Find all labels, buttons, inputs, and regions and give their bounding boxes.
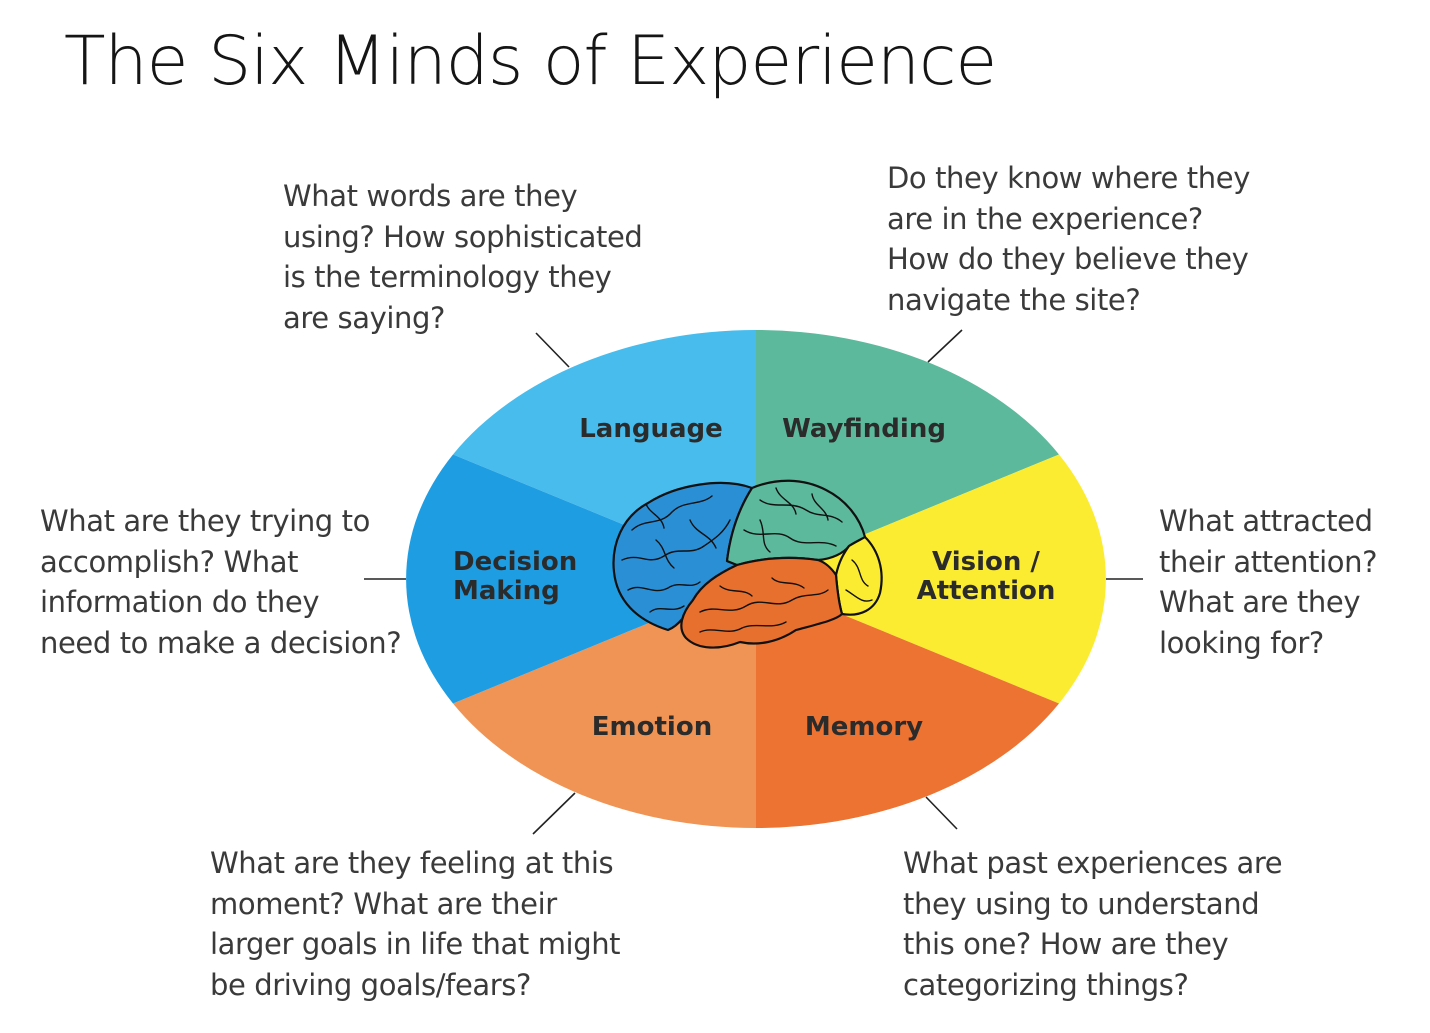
question-line: they using to understand	[903, 886, 1260, 921]
question-line: are saying?	[283, 300, 445, 335]
question-line: be driving goals/fears?	[210, 967, 531, 1002]
question-line: How do they believe they	[887, 242, 1249, 276]
question-line: information do they	[40, 585, 320, 619]
connector-wayfinding	[927, 329, 963, 363]
segment-emotion	[453, 579, 756, 828]
question-line: is the terminology they	[283, 260, 612, 294]
question-line: navigate the site?	[887, 282, 1141, 317]
question-line: What are they feeling at this	[210, 846, 614, 880]
segment-label-vision-line1: Vision /	[932, 547, 1040, 577]
question-line: moment? What are their	[210, 886, 557, 921]
brain-folds	[621, 487, 873, 633]
connector-memory	[925, 796, 958, 830]
question-emotion: What are they feeling at this moment? Wh…	[210, 843, 621, 1005]
question-line: accomplish? What	[40, 544, 299, 579]
question-line: their attention?	[1159, 544, 1378, 579]
segment-label-decision-line2: Making	[453, 576, 560, 606]
segment-vision-attention	[756, 454, 1106, 704]
connector-emotion	[532, 792, 576, 835]
question-line: What are they trying to	[40, 504, 370, 538]
segment-label-emotion: Emotion	[592, 712, 712, 742]
question-wayfinding: Do they know where they are in the exper…	[887, 158, 1250, 320]
question-line: categorizing things?	[903, 967, 1189, 1002]
segment-label-vision-line2: Attention	[917, 576, 1056, 606]
question-line: are in the experience?	[887, 201, 1203, 236]
question-line: What attracted	[1159, 504, 1373, 538]
segment-decision-making	[406, 454, 756, 704]
question-line: Do they know where they	[887, 161, 1250, 195]
question-vision: What attracted their attention? What are…	[1159, 501, 1377, 663]
question-line: looking for?	[1159, 625, 1324, 660]
question-language: What words are they using? How sophistic…	[283, 176, 643, 338]
question-line: need to make a decision?	[40, 625, 402, 660]
question-line: using? How sophisticated	[283, 219, 643, 254]
question-line: What words are they	[283, 179, 578, 213]
brain-icon	[612, 479, 883, 649]
question-memory: What past experiences are they using to …	[903, 843, 1283, 1005]
connector-language	[535, 332, 570, 368]
segment-memory	[756, 579, 1059, 828]
question-line: What past experiences are	[903, 846, 1283, 880]
page-title: The Six Minds of Experience	[64, 22, 997, 101]
segment-label-wayfinding: Wayfinding	[782, 414, 946, 444]
segment-label-decision-line1: Decision	[453, 547, 577, 577]
segment-label-memory: Memory	[805, 712, 923, 742]
segment-label-language: Language	[579, 414, 723, 444]
question-decision: What are they trying to accomplish? What…	[40, 501, 402, 663]
question-line: What are they	[1159, 585, 1361, 619]
question-line: this one? How are they	[903, 927, 1229, 961]
question-line: larger goals in life that might	[210, 927, 621, 961]
